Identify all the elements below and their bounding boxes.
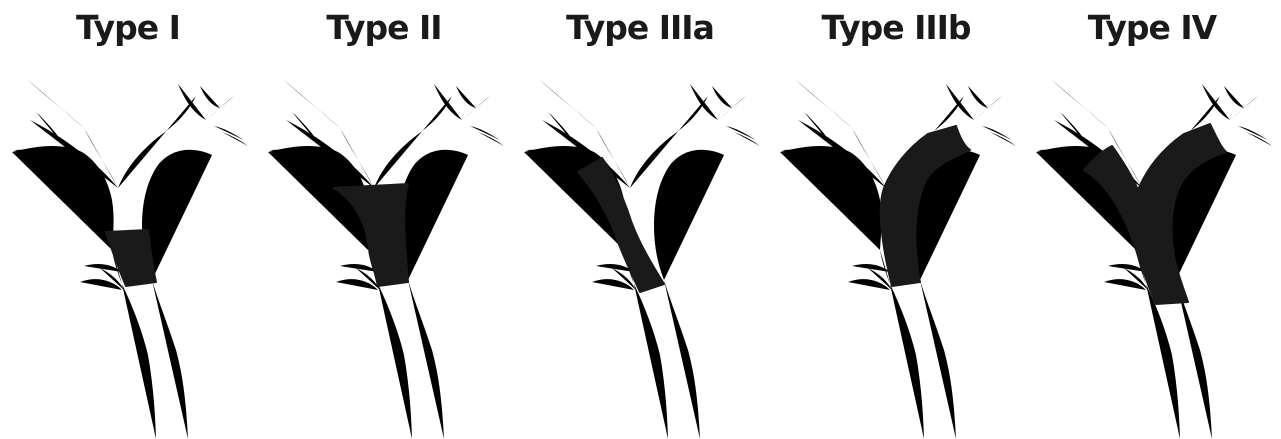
panel-type-4: Type IV [1024,0,1280,439]
panel-type-1: Type I [0,0,256,439]
bile-duct-diagram [768,0,1024,439]
bile-duct-diagram [0,0,256,439]
panel-type-3a: Type IIIa [512,0,768,439]
bile-duct-diagram [1024,0,1280,439]
bile-duct-diagram [256,0,512,439]
panel-type-3b: Type IIIb [768,0,1024,439]
bile-duct-diagram [512,0,768,439]
panel-type-2: Type II [256,0,512,439]
